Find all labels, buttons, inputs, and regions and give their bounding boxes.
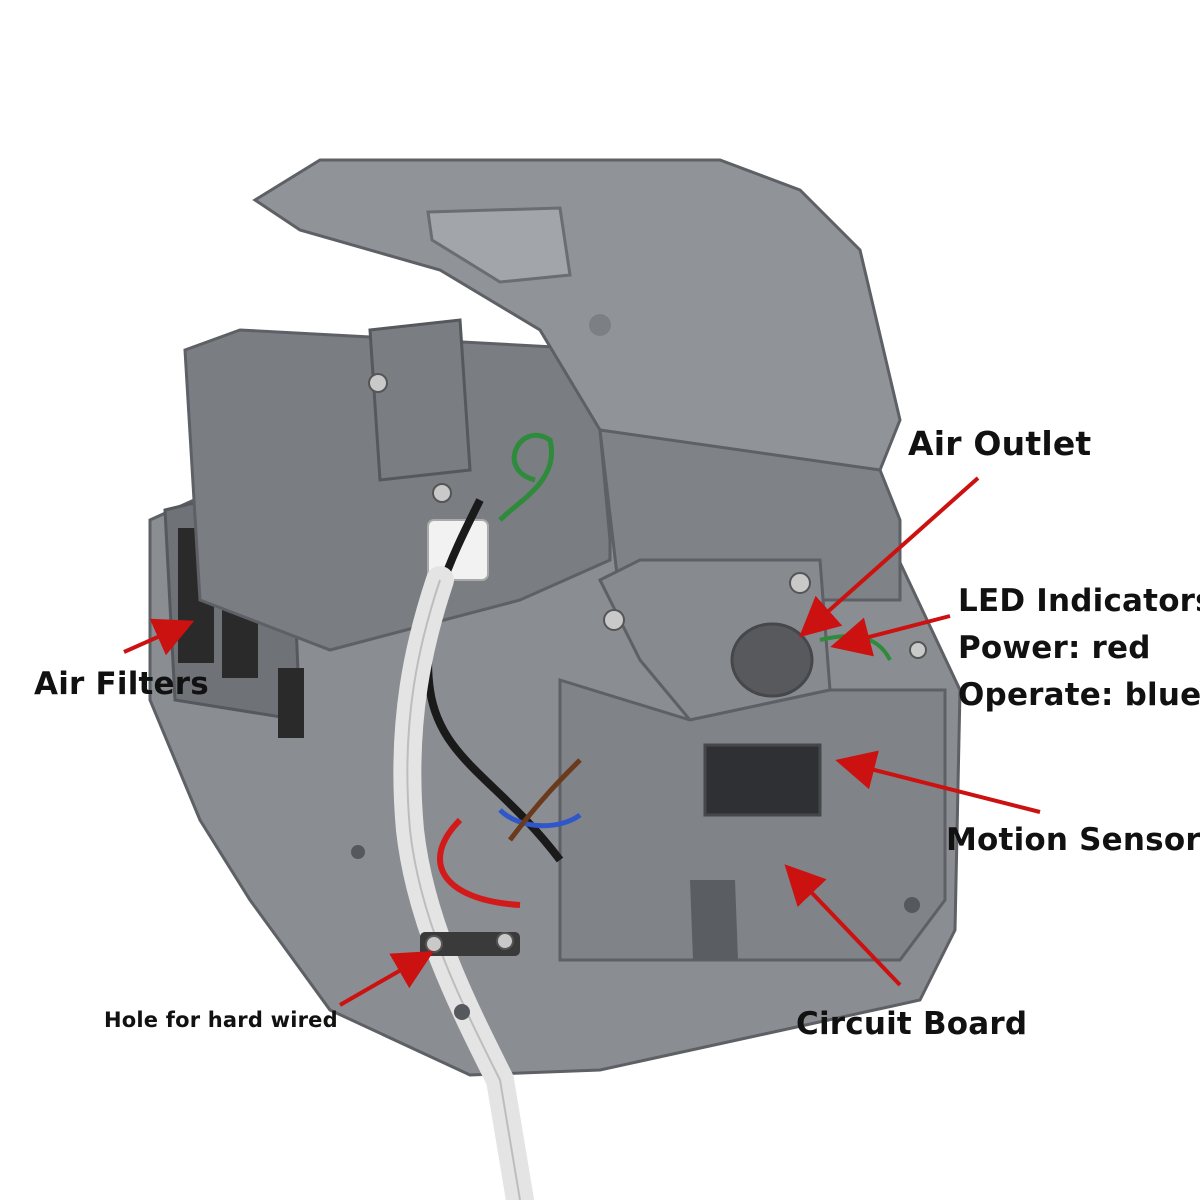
wire-green (498, 432, 555, 522)
top-button (426, 206, 572, 284)
screw-right-edge (909, 641, 927, 659)
arrow-motion-sensor (835, 750, 1041, 814)
air-outlet-opening (730, 622, 814, 698)
arrow-led-indicators (830, 614, 951, 657)
screw-mid-left (432, 483, 452, 503)
mount-hole-right (904, 897, 920, 913)
label-operate: Operate: blue (958, 677, 1200, 713)
wire-black-1 (424, 498, 564, 863)
air-filter-right (278, 668, 304, 738)
arrow-hole (339, 951, 434, 1007)
wire-blue (498, 808, 582, 829)
sensor-box (558, 677, 947, 962)
mount-hole-left (351, 845, 365, 859)
screw-outlet-right (789, 572, 811, 594)
clamp-screw-right (496, 932, 514, 950)
label-led-indicators: LED Indicators (958, 583, 1200, 619)
mount-hole-bottom (454, 1004, 470, 1020)
label-air-filters: Air Filters (34, 666, 209, 702)
terminal-bracket (368, 318, 472, 482)
arrow-air-outlet (799, 476, 980, 638)
label-air-outlet: Air Outlet (908, 424, 1092, 463)
screw-outlet-left (603, 609, 625, 631)
cable-clamp (420, 932, 520, 956)
clamp-screw-left (425, 935, 443, 953)
arrow-circuit-board (784, 864, 902, 987)
motion-sensor-window (703, 743, 822, 817)
label-motion-sensor: Motion Sensor (946, 822, 1200, 858)
wire-red (437, 817, 521, 908)
circuit-box-slot (690, 880, 738, 960)
label-power: Power: red (958, 630, 1151, 666)
top-indent (589, 314, 611, 336)
arrow-air-filters (123, 618, 195, 656)
label-circuit-board: Circuit Board (796, 1006, 1028, 1042)
label-hole-hard-wired: Hole for hard wired (104, 1008, 338, 1032)
power-cable-outline (406, 579, 521, 1200)
label-led-indicators-group: LED Indicators Power: red Operate: blue (958, 578, 1200, 719)
housing-side (183, 328, 612, 652)
screw-top-left (368, 373, 388, 393)
wire-brown (508, 758, 582, 842)
